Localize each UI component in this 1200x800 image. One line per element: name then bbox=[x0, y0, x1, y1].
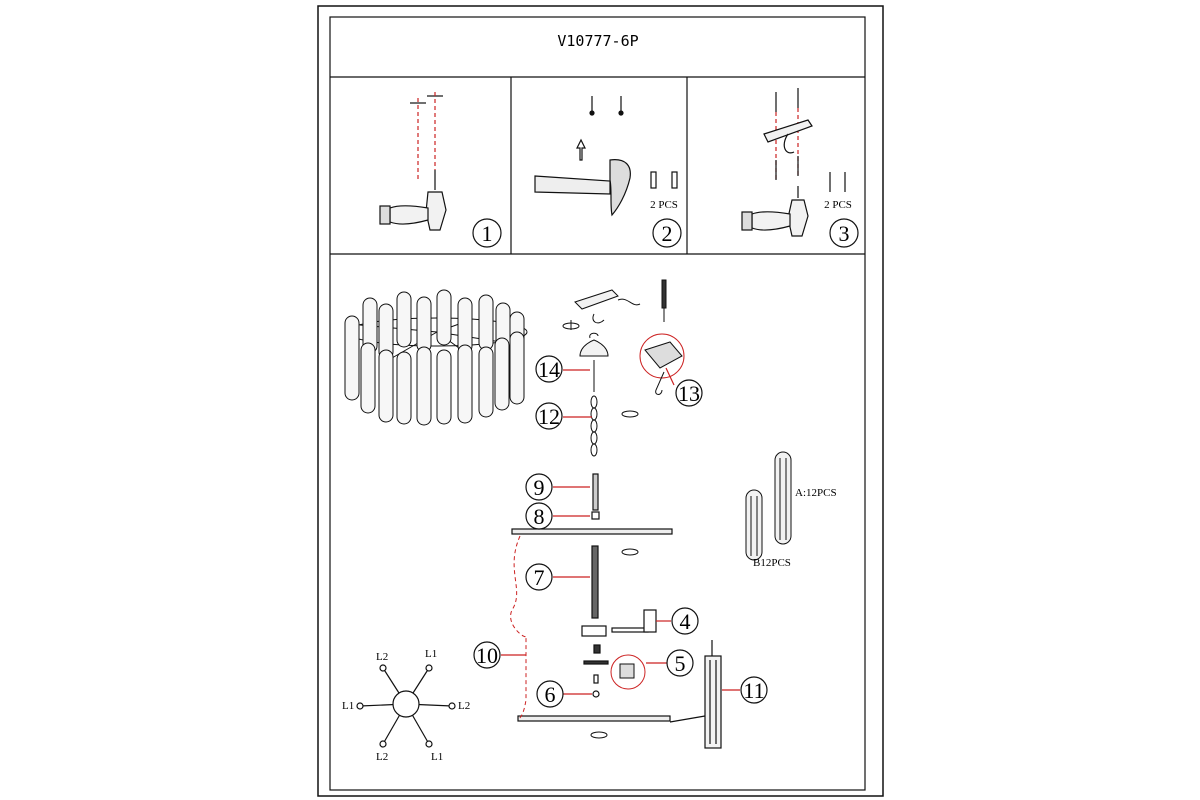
step3-qty-label: 2 PCS bbox=[824, 199, 852, 211]
wire-label-bottom-right: L1 bbox=[431, 751, 443, 763]
step3-number: 3 bbox=[839, 221, 850, 246]
step2-number: 2 bbox=[662, 221, 673, 246]
part-number-5: 5 bbox=[675, 651, 686, 676]
assembled-chandelier-illustration bbox=[344, 289, 528, 426]
mounting-bracket-upper bbox=[574, 289, 641, 324]
part-number-14: 14 bbox=[538, 357, 560, 382]
inner-frame bbox=[329, 16, 866, 791]
wire-label-mid-left: L1 bbox=[342, 700, 354, 712]
wire-dashed-path bbox=[510, 535, 527, 721]
shade-a-label: A:12PCS bbox=[795, 487, 837, 499]
shade-b-label: B12PCS bbox=[753, 557, 791, 569]
chain-illustration bbox=[590, 360, 598, 457]
part-leaders bbox=[501, 367, 740, 695]
wire-label-bottom-left: L2 bbox=[376, 751, 388, 763]
part-callout-9: 9 bbox=[525, 473, 553, 501]
part-callout-4: 4 bbox=[671, 607, 699, 635]
part-number-12: 12 bbox=[538, 404, 560, 429]
part-callout-6: 6 bbox=[536, 680, 564, 708]
rotate-arrow-icons bbox=[562, 322, 639, 739]
part-number-8: 8 bbox=[534, 504, 545, 529]
shade-b-illustration bbox=[745, 489, 763, 561]
screwdriver-illustration bbox=[661, 279, 667, 322]
wire-label-mid-right: L2 bbox=[458, 700, 470, 712]
step1-number-badge bbox=[472, 218, 502, 248]
outer-frame bbox=[317, 5, 884, 797]
wiring-diagram bbox=[356, 664, 456, 748]
model-title: V10777-6P bbox=[557, 32, 638, 50]
step2-number-badge bbox=[652, 218, 682, 248]
part-callout-14: 14 bbox=[535, 355, 563, 383]
step2-anchor-illustration bbox=[534, 96, 678, 217]
part-callout-13: 13 bbox=[675, 379, 703, 407]
part-callout-5: 5 bbox=[666, 649, 694, 677]
center-rod-assembly bbox=[511, 473, 673, 722]
step3-bracket-illustration bbox=[741, 88, 846, 237]
part-number-6: 6 bbox=[545, 682, 556, 707]
frame-ring-side-illustration bbox=[669, 640, 722, 749]
step1-number: 1 bbox=[482, 221, 493, 246]
part-number-13: 13 bbox=[678, 381, 700, 406]
part-number-4: 4 bbox=[680, 609, 691, 634]
shade-a-illustration bbox=[774, 451, 792, 545]
canopy-illustration bbox=[570, 320, 609, 357]
part-callout-11: 11 bbox=[740, 676, 768, 704]
step2-qty-label: 2 PCS bbox=[650, 199, 678, 211]
part-callout-10: 10 bbox=[473, 641, 501, 669]
part-number-9: 9 bbox=[534, 475, 545, 500]
wire-label-top-left: L2 bbox=[376, 651, 388, 663]
wire-label-top-right: L1 bbox=[425, 648, 437, 660]
part-callout-7: 7 bbox=[525, 563, 553, 591]
step3-number-badge bbox=[829, 218, 859, 248]
part-callout-12: 12 bbox=[535, 402, 563, 430]
wire-connector-illustration bbox=[610, 654, 646, 690]
step1-drilling-illustration bbox=[379, 92, 447, 231]
part-number-7: 7 bbox=[534, 565, 545, 590]
terminal-block-illustration bbox=[639, 333, 685, 395]
part-number-10: 10 bbox=[476, 643, 498, 668]
part-number-11: 11 bbox=[743, 678, 764, 703]
part-callout-8: 8 bbox=[525, 502, 553, 530]
